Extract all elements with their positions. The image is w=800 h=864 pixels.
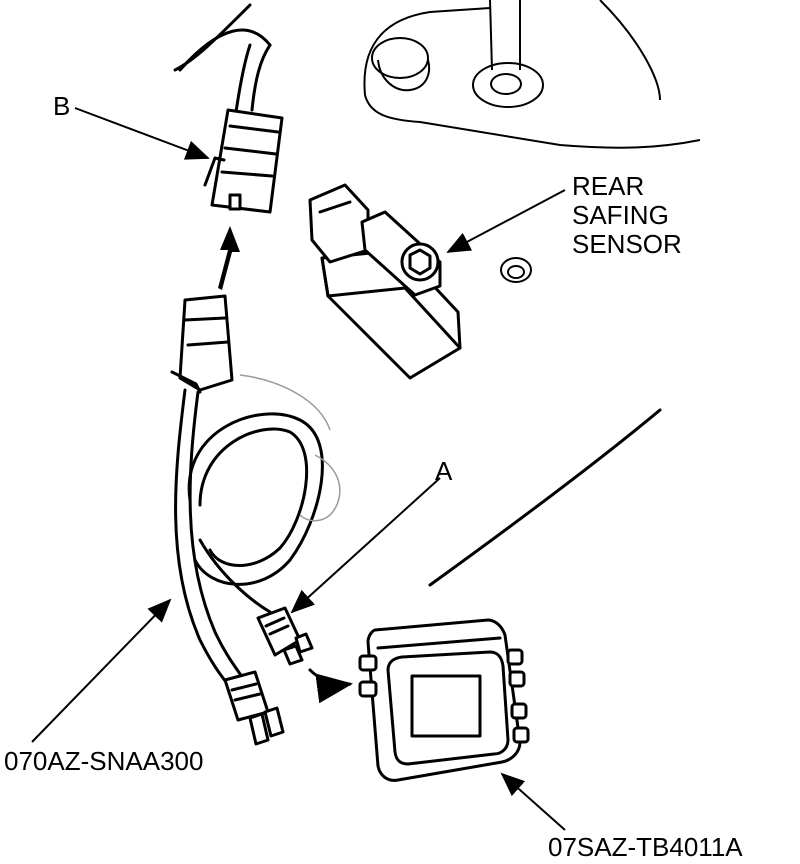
connector-b-label: B — [53, 91, 71, 121]
rear-safing-sensor-label-line3: SENSOR — [572, 229, 682, 259]
rear-safing-sensor — [308, 183, 462, 380]
harness-wires-upper — [173, 3, 272, 114]
disconnect-arrow — [218, 226, 240, 290]
leader-lines — [31, 107, 566, 831]
rear-safing-sensor-label-line2: SAFING — [572, 200, 669, 230]
connector-a-label: A — [435, 456, 453, 486]
srs-simulator — [358, 618, 530, 782]
harness-tool-part-number: 070AZ-SNAA300 — [4, 746, 204, 776]
floor-panel — [363, 0, 701, 587]
harness-plug-lower — [223, 670, 285, 746]
harness-coil — [174, 374, 341, 692]
rear-safing-sensor-label: REAR SAFING SENSOR — [572, 172, 682, 259]
connector-a-plug — [256, 606, 353, 704]
connector-b — [203, 108, 284, 214]
tool-harness-connector — [170, 294, 234, 394]
rear-safing-sensor-label-line1: REAR — [572, 171, 645, 201]
simulator-tool-part-number: 07SAZ-TB4011A — [548, 832, 743, 862]
